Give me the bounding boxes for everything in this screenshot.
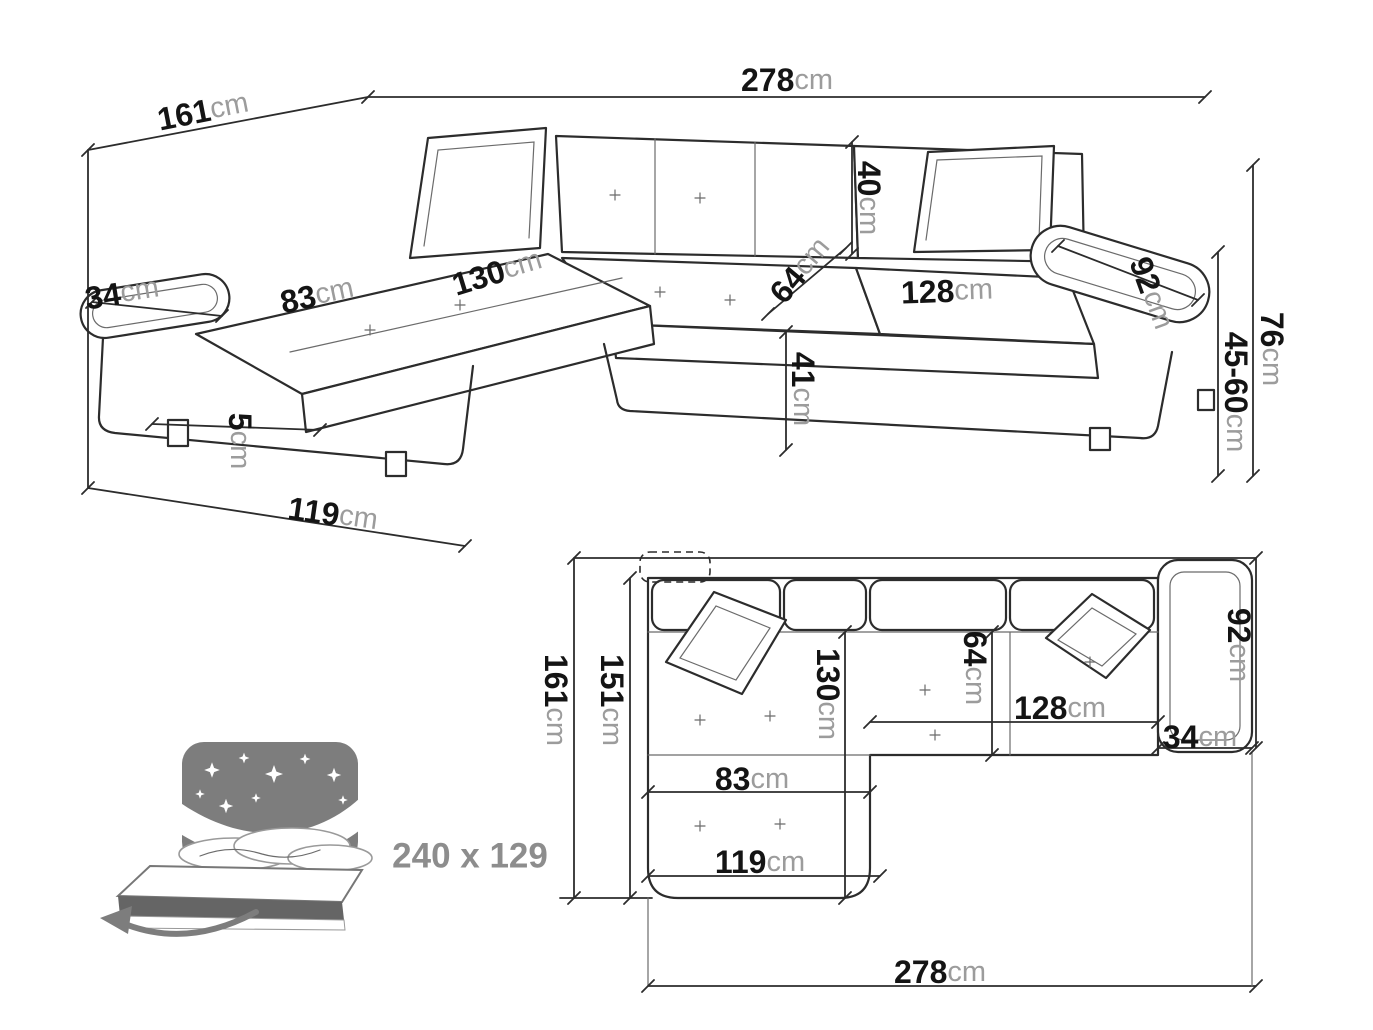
leg-side-right: [1196, 388, 1216, 412]
sleeping-function: 240 x 129: [100, 742, 548, 937]
chaise-cushion-seam: [289, 277, 623, 353]
dim-seat-depth-plan: 64cm: [957, 631, 993, 705]
star-icon: [218, 798, 234, 814]
plan-view: 161cm 151cm 130cm 64cm 92cm 128cm 34cm 8…: [538, 551, 1263, 993]
star-icon: [204, 830, 216, 842]
pillow-left-plan-seam: [679, 605, 771, 681]
tufting-marks-3d: [364, 189, 736, 336]
sofa-plan-outline: [646, 576, 1160, 900]
sofa-plan: [639, 551, 1254, 900]
dim-chaise-front-width-3d: 119cm: [286, 490, 380, 538]
dim-line-leg-height: [151, 423, 321, 431]
bed-mattress-top: [115, 864, 364, 904]
fold-out-arrow-icon: [117, 909, 259, 937]
dim-chaise-cushion-width-3d: 83cm: [277, 270, 357, 321]
pillow-right: [912, 144, 1056, 254]
dim-line-armrest-right: [1057, 245, 1199, 301]
armrest-left-plan-folded: [639, 551, 711, 583]
dim-leg-height-3d: 5cm: [222, 413, 258, 469]
dim-armrest-height-range-3d: 45-60cm: [1218, 332, 1254, 453]
dim-depth-left-3d: 161cm: [154, 85, 251, 138]
back-cushion-2: [782, 578, 868, 632]
armrest-left: [79, 272, 231, 340]
leg-front-right: [1088, 426, 1112, 452]
dim-inner-depth-plan: 151cm: [594, 654, 630, 746]
pillow-left: [408, 126, 548, 260]
dimension-lines-3d: [81, 90, 1260, 553]
armrest-right-seam: [1044, 237, 1196, 311]
star-icon: [204, 762, 220, 778]
dim-armrest-length-right-plan: 92cm: [1221, 608, 1257, 682]
tufting-marks-plan: [694, 656, 1096, 832]
dim-line-armrest-left: [91, 301, 223, 317]
dimension-lines-plan: [559, 551, 1263, 993]
dim-chaise-front-width-plan: 119cm: [715, 844, 805, 880]
dimension-labels-3d: 278cm 161cm 40cm 64cm 130cm 83cm 34cm 12…: [83, 62, 1290, 538]
dim-chaise-cushion-width-plan: 83cm: [715, 761, 789, 797]
pillow-left-inner-seam: [423, 141, 535, 247]
star-icon: [265, 765, 283, 783]
dim-seat-width-plan: 128cm: [1014, 690, 1106, 726]
armrest-right-plan-seam: [1169, 571, 1241, 741]
sofa-perspective: [79, 126, 1216, 478]
bed-base-band: [118, 896, 344, 920]
leg-front-mid: [384, 450, 408, 478]
back-cushion-3: [868, 578, 1008, 632]
pillow-right-plan-seam: [1057, 607, 1137, 667]
bed-blanket: [178, 827, 373, 872]
armrest-right-plan: [1156, 558, 1254, 754]
star-icon: [299, 753, 311, 765]
dim-line-chaise-front: [87, 487, 466, 547]
blanket-fold: [287, 844, 373, 872]
dim-line-seat-depth: [767, 247, 847, 315]
armrest-left-seam: [92, 283, 218, 329]
perspective-view: 278cm 161cm 40cm 64cm 130cm 83cm 34cm 12…: [79, 62, 1290, 553]
fold-out-arrow-head: [100, 906, 132, 934]
star-icon: [326, 767, 342, 783]
pillow-right-plan: [1044, 592, 1152, 680]
dimension-labels-plan: 161cm 151cm 130cm 64cm 92cm 128cm 34cm 8…: [538, 608, 1257, 990]
star-icon: [251, 793, 261, 803]
dim-overall-height-3d: 76cm: [1254, 312, 1290, 386]
dim-chaise-cushion-length-3d: 130cm: [448, 241, 547, 302]
sofa-legs: [166, 388, 1216, 478]
star-icon: [195, 789, 205, 799]
star-icon: [338, 795, 348, 805]
star-icon: [238, 752, 250, 764]
base-main-outline: [602, 342, 1174, 440]
leg-front-left: [166, 418, 190, 448]
blanket-squiggle: [199, 848, 321, 858]
dim-armrest-width-left-3d: 34cm: [83, 269, 162, 316]
dim-ticks-3d: [81, 90, 1260, 553]
armrest-right: [1029, 224, 1211, 324]
dim-armrest-width-right-plan: 34cm: [1163, 719, 1237, 755]
dim-seat-height-3d: 41cm: [785, 352, 821, 426]
backrest-seams: [654, 138, 756, 257]
base-chaise-outline: [97, 316, 475, 466]
dim-seat-width-3d: 128cm: [900, 271, 993, 310]
chaise-cushion-front: [300, 304, 656, 434]
dim-backrest-height-3d: 40cm: [851, 161, 887, 235]
dim-line-depth-left: [87, 96, 369, 151]
dim-chaise-length-plan: 130cm: [810, 648, 846, 740]
dim-overall-width-plan: 278cm: [894, 954, 986, 990]
pillow-right-inner-seam: [925, 155, 1043, 241]
sleeping-size-label: 240 x 129: [392, 837, 548, 876]
dim-depth-left-plan: 161cm: [538, 654, 574, 746]
pillow-left-plan: [664, 590, 788, 696]
dim-overall-width-3d: 278cm: [741, 62, 833, 98]
dim-ticks-plan: [567, 551, 1263, 993]
